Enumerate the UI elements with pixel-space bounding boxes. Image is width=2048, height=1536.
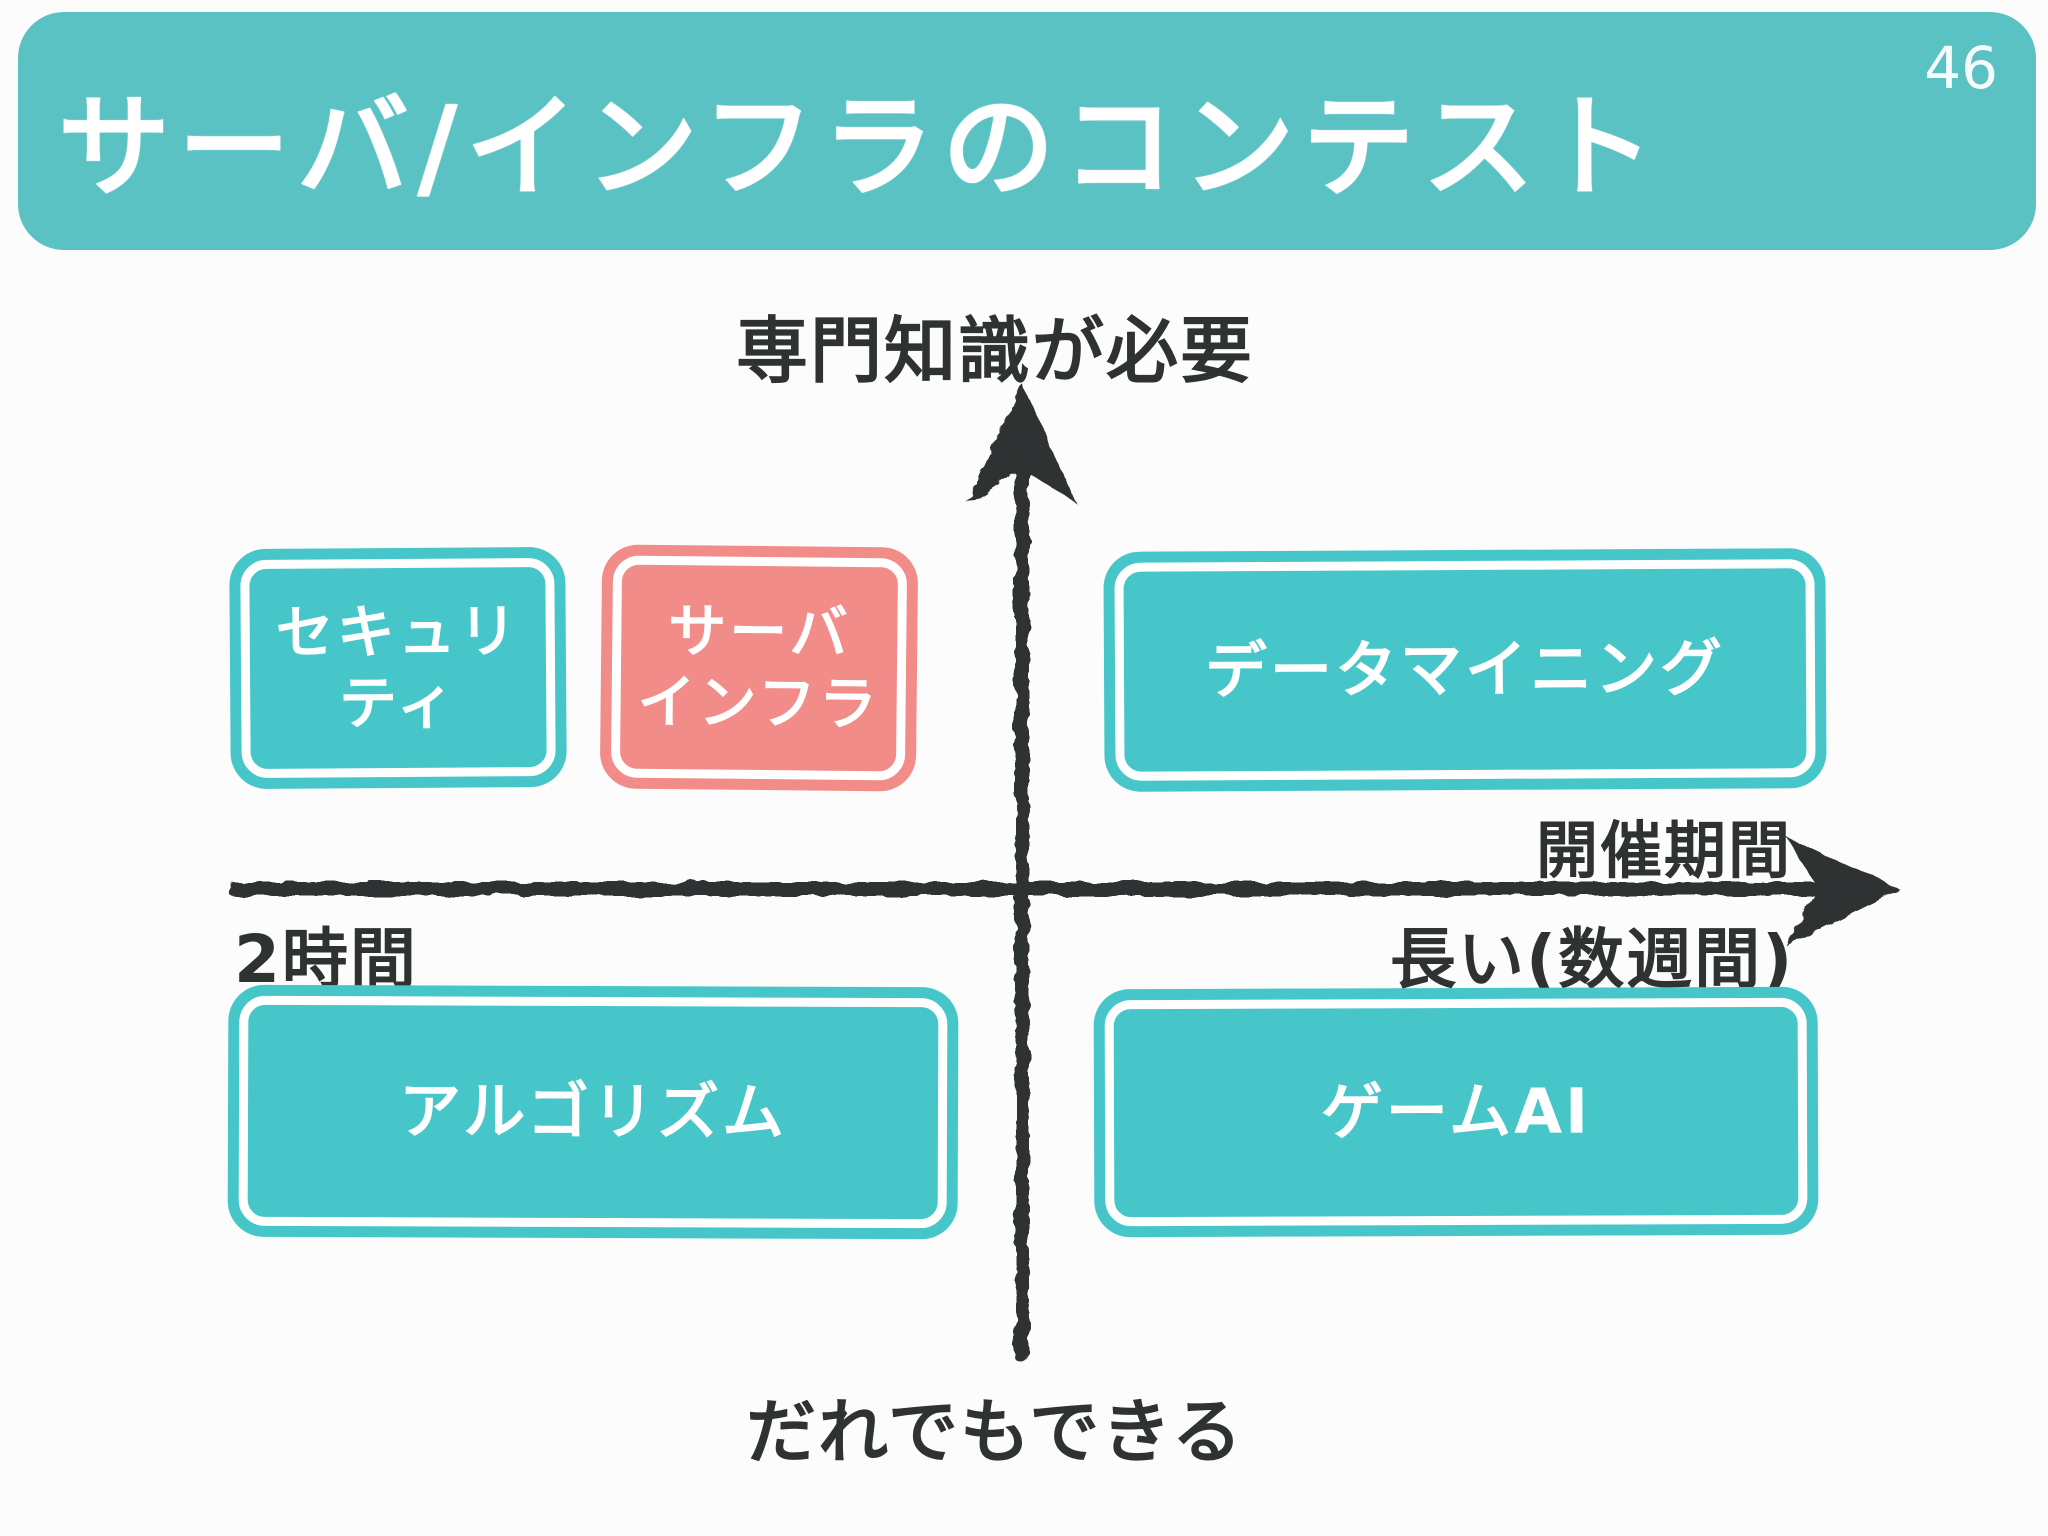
box-server-infra-line2: インフラ xyxy=(637,667,881,739)
box-data-mining-line1: データマイニング xyxy=(1204,631,1726,708)
box-algorithm-label: アルゴリズム xyxy=(399,1074,787,1151)
box-server-infra-label: サーバ インフラ xyxy=(637,596,881,740)
box-security-line1: セキュリ xyxy=(275,597,520,668)
x-axis-title: 開催期間 xyxy=(1535,814,1792,887)
y-axis-bottom-label: だれでもできる xyxy=(746,1391,1244,1473)
x-axis-arrowhead-icon xyxy=(1785,836,1900,946)
y-axis-arrowhead-icon xyxy=(967,383,1077,504)
slide-header: サーバ/インフラのコンテスト 46 xyxy=(18,12,2036,250)
box-game-ai-line1: ゲームAI xyxy=(1320,1074,1592,1149)
box-server-infra-line1: サーバ xyxy=(667,597,851,668)
box-security: セキュリ ティ xyxy=(229,546,567,790)
box-data-mining: データマイニング xyxy=(1103,548,1827,792)
box-data-mining-label: データマイニング xyxy=(1205,631,1725,709)
box-server-infra: サーバ インフラ xyxy=(599,544,919,792)
box-game-ai: ゲームAI xyxy=(1093,986,1819,1238)
box-security-label: セキュリ ティ xyxy=(275,596,520,739)
box-algorithm-line1: アルゴリズム xyxy=(398,1074,788,1149)
slide-title: サーバ/インフラのコンテスト xyxy=(58,83,1663,213)
box-security-line2: ティ xyxy=(338,668,458,738)
x-axis-right-label: 長い(数週間) xyxy=(1390,921,1795,998)
y-axis-top-label: 専門知識が必要 xyxy=(735,309,1254,393)
box-algorithm: アルゴリズム xyxy=(227,984,959,1240)
box-game-ai-label: ゲームAI xyxy=(1321,1074,1591,1151)
page-number: 46 xyxy=(1924,34,1998,102)
